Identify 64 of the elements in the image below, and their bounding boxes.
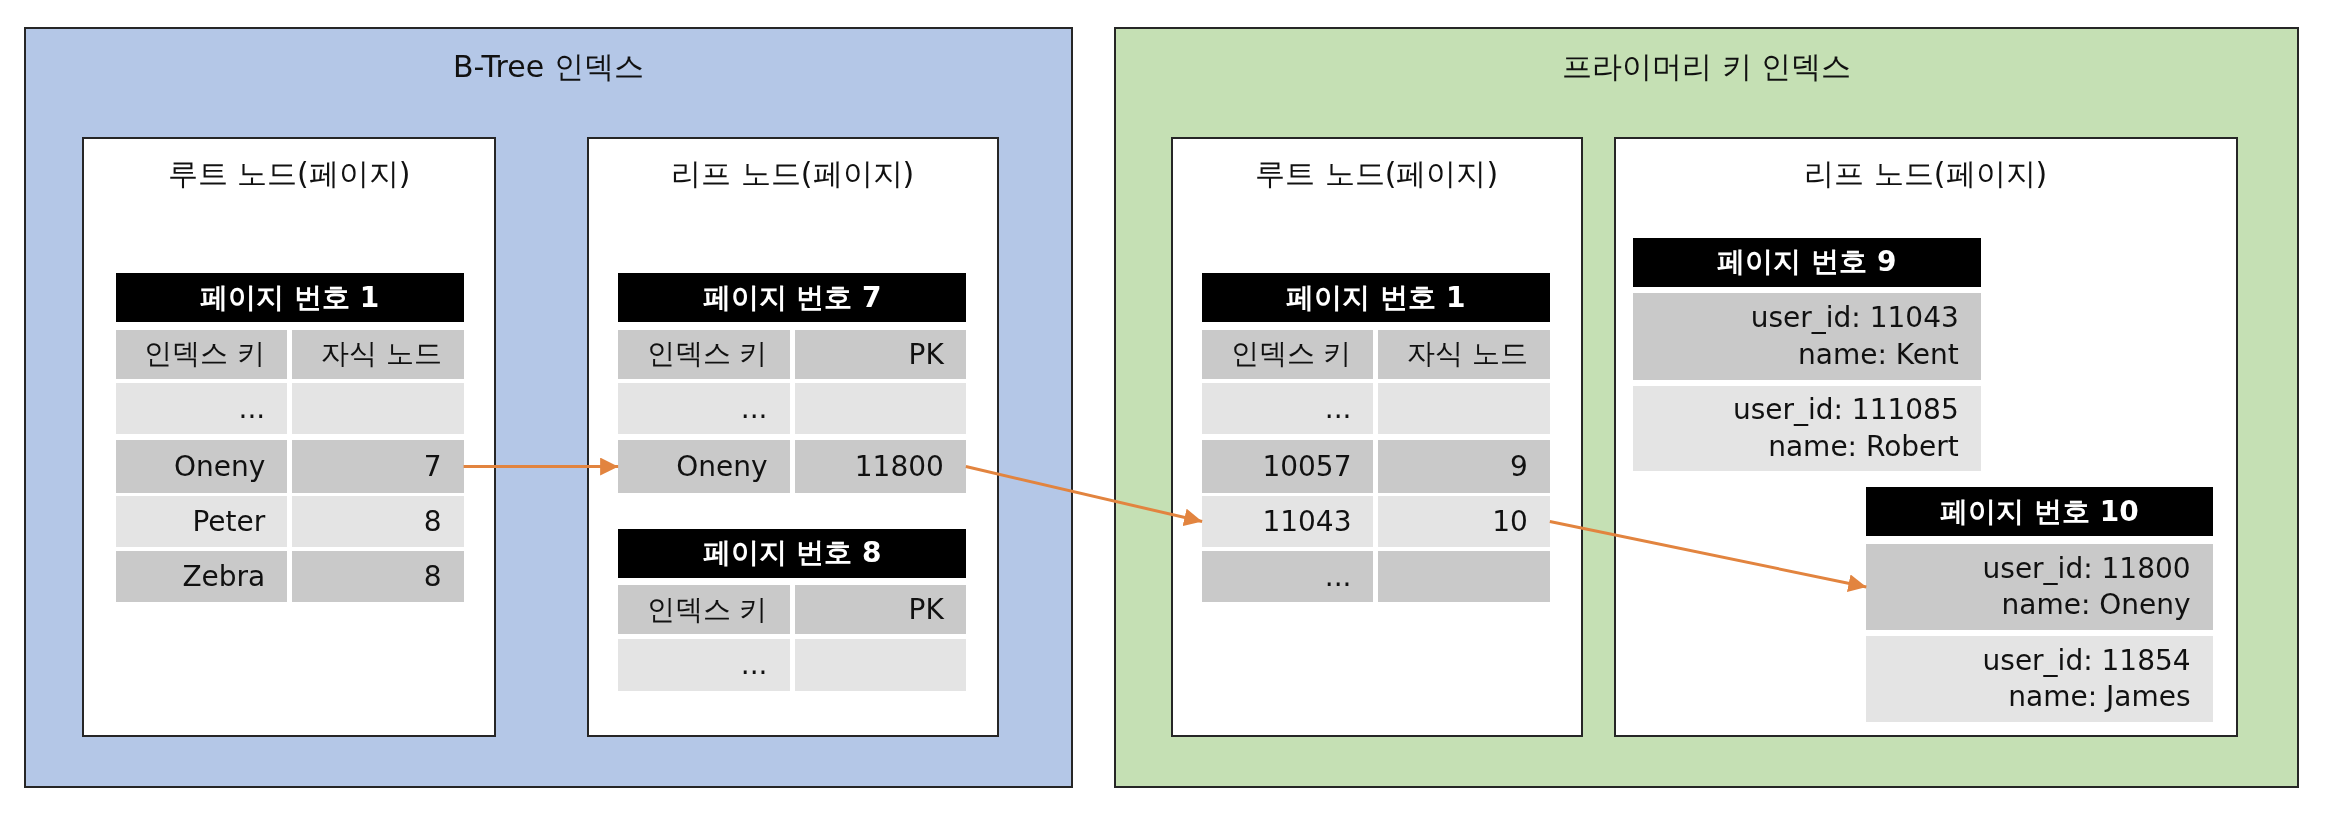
table-cell: 10 [1378,496,1550,547]
table-cell: 8 [292,496,464,547]
page-table [1633,237,1981,471]
table-header: 페이지 번호 7 [618,273,966,323]
page-table [618,528,966,691]
box-title: 루트 노드(페이지) [167,154,411,193]
table-cell: ... [618,383,790,434]
table-cell: ... [618,638,790,691]
box-title: 리프 노드(페이지) [671,154,915,193]
table-cell: 11043 [1202,496,1374,547]
table-cell: 자식 노드 [1378,329,1550,379]
table-cell: 인덱스 키 [618,329,790,379]
page-box [81,136,497,737]
box-title: 프라이머리 키 인덱스 [1562,47,1852,86]
box-title: 루트 노드(페이지) [1255,154,1499,193]
page-table [618,273,966,494]
cell-text: name: Kent [1798,336,1959,373]
table-cell [1633,386,1981,471]
table-header: 페이지 번호 9 [1633,237,1981,287]
cell-text: name: James [2008,679,2191,716]
box-title: B-Tree 인덱스 [452,47,644,86]
table-cell: PK [794,585,966,635]
table-cell: ... [1202,383,1374,434]
index-panel [23,26,1073,788]
box-title: 리프 노드(페이지) [1804,154,2048,193]
cell-text: user_id: 11800 [1982,550,2191,587]
cell-text: user_id: 111085 [1732,392,1959,429]
table-cell: PK [794,329,966,379]
page-table [115,273,464,602]
table-cell: ... [115,383,288,434]
arrow [463,457,619,476]
table-cell: Peter [115,496,288,547]
cell-text: user_id: 11043 [1750,300,1959,337]
table-cell: 7 [292,439,464,494]
index-panel [1114,26,2299,788]
table-cell: 11800 [794,439,966,494]
table-cell: Oneny [115,439,288,494]
table-header: 페이지 번호 1 [1202,273,1550,323]
table-header: 페이지 번호 1 [115,273,464,323]
page-table [1866,487,2213,723]
table-cell [1633,292,1981,381]
table-cell: Oneny [618,439,790,494]
cell-text: name: Oneny [2001,586,2191,623]
page-box [1613,136,2238,737]
table-cell: 8 [292,551,464,602]
cell-text: user_id: 11854 [1982,642,2191,679]
table-cell: Zebra [115,551,288,602]
arrow [1549,520,1867,593]
table-cell: 10057 [1202,439,1374,494]
page-box [1170,136,1583,737]
table-cell: 인덱스 키 [115,329,288,379]
table-header: 페이지 번호 8 [618,528,966,578]
arrow [965,465,1203,527]
table-cell [1866,543,2213,630]
table-header: 페이지 번호 10 [1866,487,2213,537]
table-cell [1866,635,2213,723]
table-cell: 9 [1378,439,1550,494]
cell-text: name: Robert [1768,428,1959,465]
table-cell: 인덱스 키 [1202,329,1374,379]
page-table [1202,273,1550,602]
table-cell: ... [1202,551,1374,602]
table-cell: 인덱스 키 [618,585,790,635]
page-box [586,136,999,737]
table-cell: 자식 노드 [292,329,464,379]
